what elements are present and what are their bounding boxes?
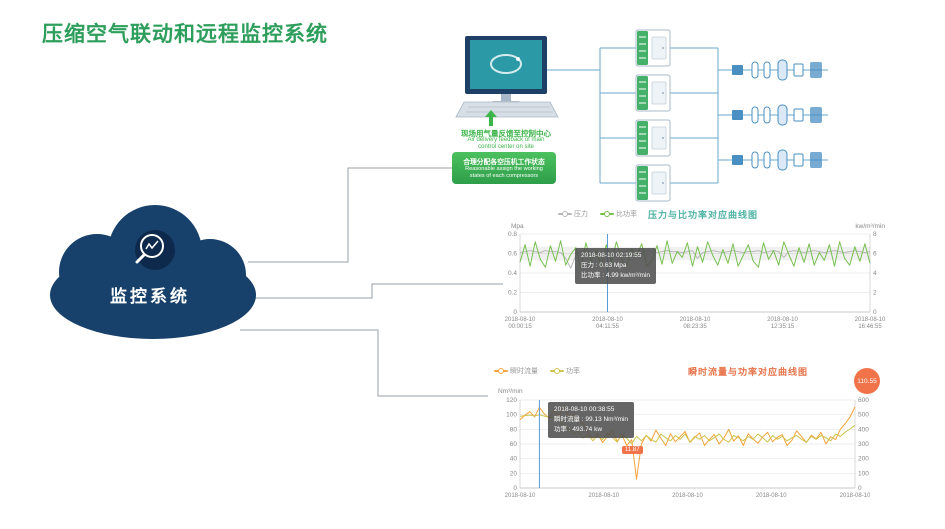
- compressor-unit: [635, 164, 671, 202]
- chart-legend[interactable]: 瞬时流量 功率: [494, 366, 580, 376]
- monitoring-cloud: 监控系统: [35, 190, 265, 350]
- svg-text:2018-08-10: 2018-08-10: [855, 317, 886, 323]
- svg-text:40: 40: [510, 456, 518, 463]
- svg-text:0.8: 0.8: [508, 231, 517, 238]
- svg-text:8: 8: [873, 231, 877, 238]
- svg-text:60: 60: [510, 441, 518, 448]
- topology-diagram: [455, 29, 829, 202]
- svg-text:16:46:55: 16:46:55: [858, 324, 882, 330]
- svg-text:2018-08-10: 2018-08-10: [592, 317, 623, 323]
- assign-caption-cn: 合理分配各空压机工作状态: [463, 159, 545, 166]
- chart-tooltip: 2018-08-10 00:38:55 瞬时流量 : 99.13 Nm³/min…: [548, 402, 635, 439]
- svg-text:0: 0: [858, 485, 862, 492]
- svg-text:0.6: 0.6: [508, 251, 517, 258]
- svg-text:2: 2: [873, 290, 877, 297]
- svg-text:2018-08-10: 2018-08-10: [756, 493, 787, 499]
- svg-text:2018-08-10: 2018-08-10: [767, 317, 798, 323]
- svg-text:120: 120: [506, 397, 517, 404]
- compressor-unit: [635, 119, 671, 157]
- feedback-caption-cn: 现场用气量反馈至控制中心: [461, 129, 551, 138]
- svg-text:20: 20: [510, 470, 518, 477]
- svg-text:0: 0: [513, 309, 517, 316]
- pressure-power-chart: 压力 比功率 压力与比功率对应曲线图 Mpa kw/m³/min 0 0.2 0.4…: [503, 206, 886, 338]
- svg-text:2018-08-10: 2018-08-10: [505, 493, 536, 499]
- tooltip-specific-power: 比功率 : 4.99 kw/m³/min: [581, 272, 650, 280]
- assign-caption-en1: Reasonable assign the working: [465, 166, 543, 172]
- flow-legend-marker: [494, 368, 508, 374]
- svg-text:100: 100: [506, 412, 517, 419]
- svg-text:0: 0: [513, 485, 517, 492]
- air-treatment-train: [731, 104, 829, 126]
- flow-legend-label: 瞬时流量: [510, 368, 538, 375]
- chart-title: 压力与比功率对应曲线图: [648, 210, 759, 220]
- svg-text:80: 80: [510, 426, 518, 433]
- y-right-unit: kw/m³/min: [855, 223, 885, 230]
- feedback-arrow-icon: [485, 110, 497, 126]
- assign-status-box: 合理分配各空压机工作状态 Reasonable assign the worki…: [452, 152, 556, 184]
- control-computer: [455, 36, 559, 118]
- svg-text:00:00:15: 00:00:15: [508, 324, 532, 330]
- cloud-shape: [50, 205, 256, 339]
- svg-text:0.2: 0.2: [508, 290, 517, 297]
- svg-text:0.4: 0.4: [508, 270, 517, 277]
- cloud-label: 监控系统: [110, 287, 190, 306]
- svg-text:2018-08-10: 2018-08-10: [588, 493, 619, 499]
- max-flow-badge: 110.55: [854, 368, 880, 394]
- svg-text:200: 200: [858, 456, 869, 463]
- svg-text:400: 400: [858, 426, 869, 433]
- feedback-caption-en1: Air delivery feedback of main: [467, 137, 545, 143]
- flow-power-chart: 瞬时流量 功率 瞬时流量与功率对应曲线图 Nm³/min 0 20 40 60 80 10…: [488, 358, 885, 513]
- svg-text:08:23:35: 08:23:35: [683, 324, 707, 330]
- svg-text:0: 0: [873, 309, 877, 316]
- compressor-unit: [635, 29, 671, 67]
- svg-text:2018-08-10: 2018-08-10: [672, 493, 703, 499]
- svg-text:04:11:55: 04:11:55: [596, 324, 620, 330]
- svg-text:300: 300: [858, 441, 869, 448]
- svg-text:100: 100: [858, 470, 869, 477]
- assign-caption-en2: states of each compressors: [469, 173, 539, 180]
- y-left-unit: Nm³/min: [498, 388, 523, 395]
- tooltip-time: 2018-08-10 00:38:55: [554, 406, 615, 413]
- chart-title: 瞬时流量与功率对应曲线图: [688, 367, 809, 377]
- tooltip-power: 功率 : 493.74 kw: [554, 426, 603, 434]
- pressure-legend-label: 压力: [574, 211, 588, 218]
- svg-text:12:35:15: 12:35:15: [771, 324, 795, 330]
- power-legend-marker: [550, 368, 564, 374]
- pressure-legend-marker: [558, 211, 572, 217]
- tooltip-flow: 瞬时流量 : 99.13 Nm³/min: [554, 416, 629, 424]
- min-flow-label: 11.87: [622, 446, 643, 454]
- svg-text:2018-08-10: 2018-08-10: [840, 493, 871, 499]
- magnifier-chart-icon: [135, 230, 175, 270]
- air-treatment-train: [731, 149, 829, 171]
- compressor-unit: [635, 74, 671, 112]
- svg-text:2018-08-10: 2018-08-10: [505, 317, 536, 323]
- tooltip-pressure: 压力 : 0.63 Mpa: [581, 262, 627, 270]
- specific-power-legend-label: 比功率: [616, 211, 637, 218]
- system-diagram: 现场用气量反馈至控制中心 Air delivery feedback of ma…: [450, 18, 870, 218]
- piping-lines: [547, 47, 732, 184]
- y-left-unit: Mpa: [511, 223, 524, 230]
- chart-legend[interactable]: 压力 比功率: [558, 209, 637, 219]
- power-legend-label: 功率: [566, 368, 580, 375]
- svg-text:600: 600: [858, 397, 869, 404]
- chart-tooltip: 2018-08-10 02:19:55 压力 : 0.63 Mpa 比功率 : …: [575, 248, 656, 285]
- svg-text:4: 4: [873, 270, 877, 277]
- pressure-chart-plot[interactable]: 00.20.40.60.8024682018-08-1000:00:152018…: [505, 231, 886, 330]
- tooltip-time: 2018-08-10 02:19:55: [581, 252, 642, 259]
- svg-text:6: 6: [873, 251, 877, 258]
- svg-text:500: 500: [858, 412, 869, 419]
- page-title: 压缩空气联动和远程监控系统: [42, 23, 328, 46]
- specific-power-legend-marker: [600, 211, 614, 217]
- feedback-caption-en2: control center on site: [478, 144, 534, 150]
- svg-text:2018-08-10: 2018-08-10: [680, 317, 711, 323]
- air-treatment-train: [731, 59, 829, 81]
